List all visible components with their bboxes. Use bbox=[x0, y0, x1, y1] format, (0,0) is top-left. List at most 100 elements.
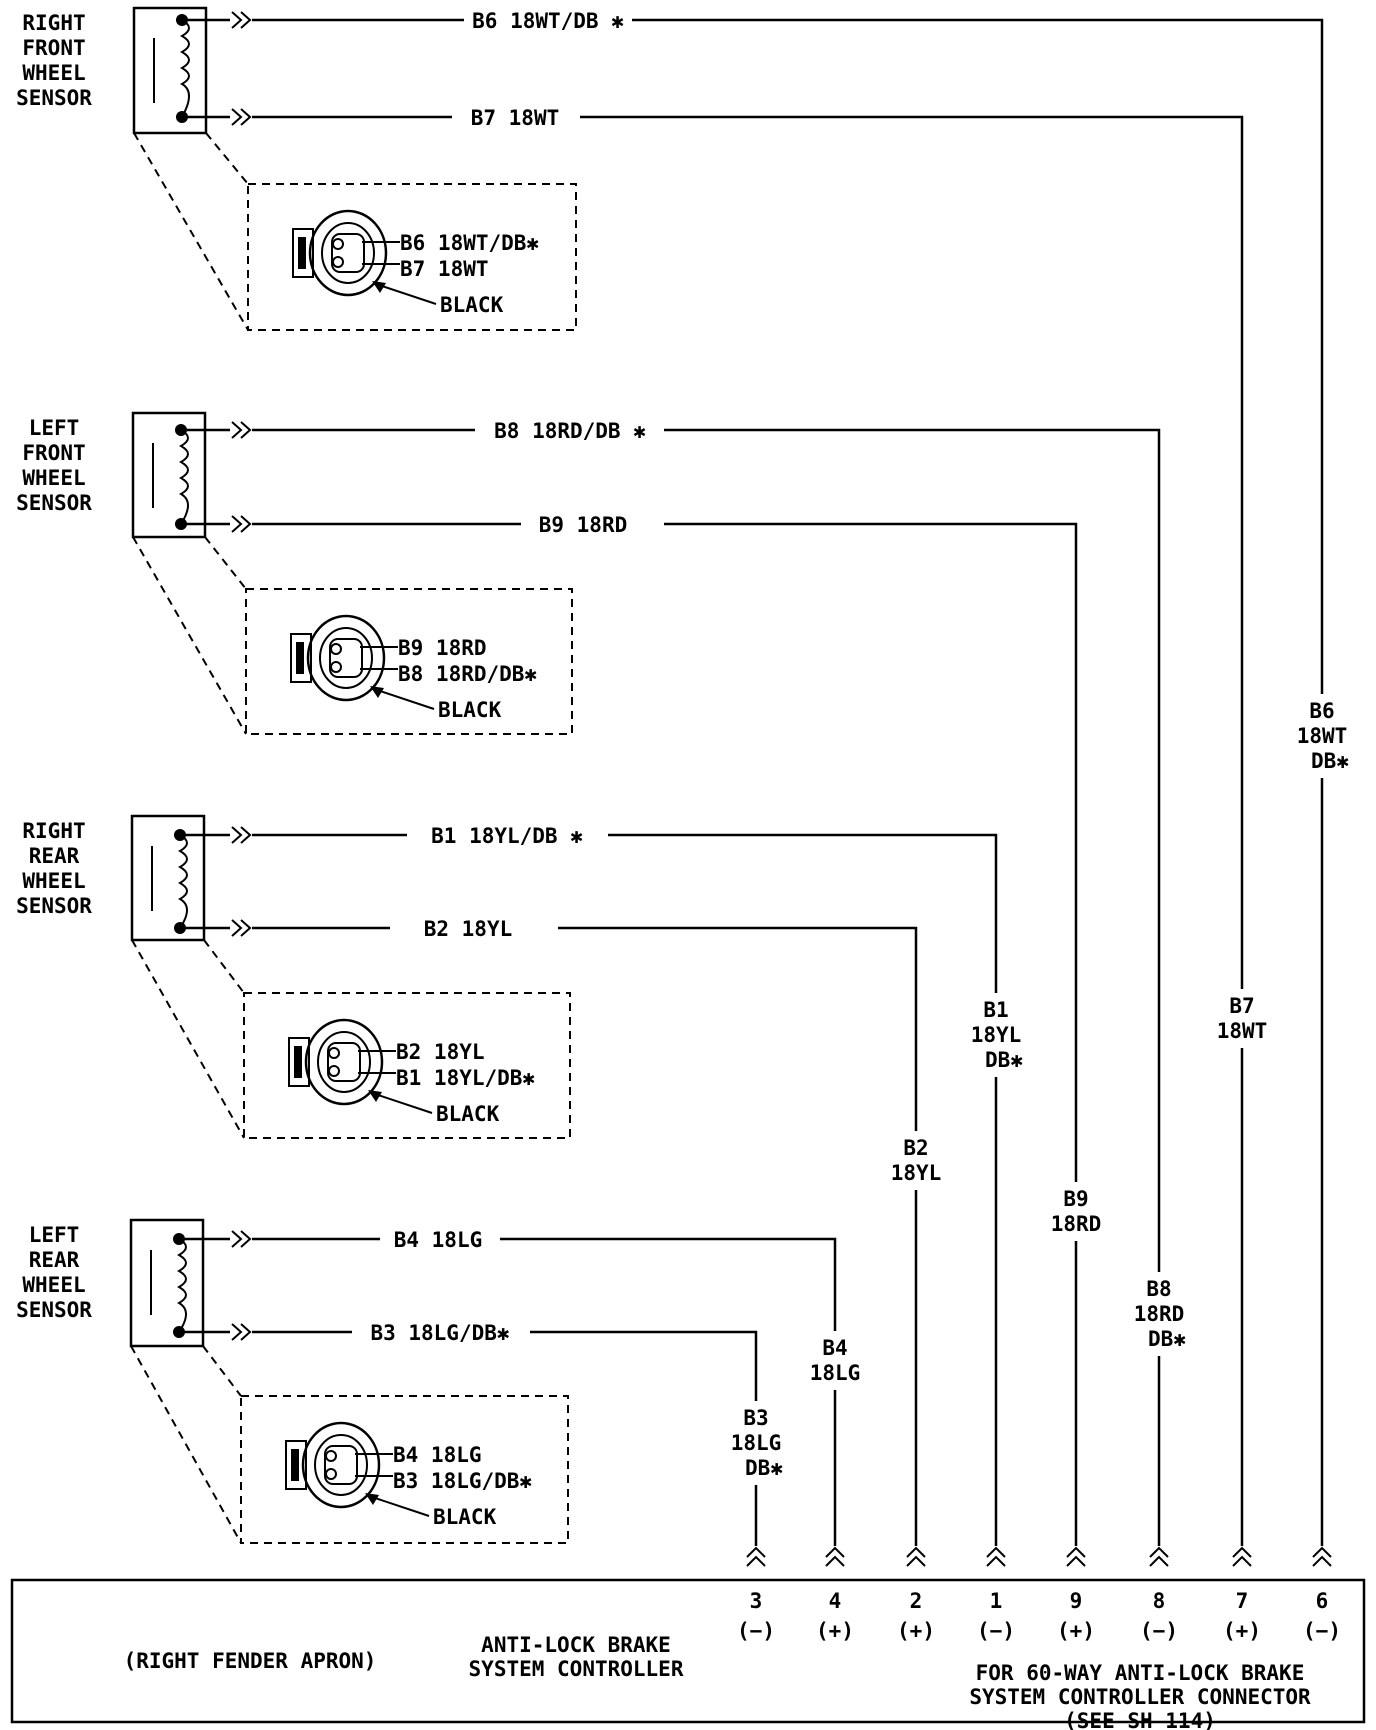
pin-number: 3 bbox=[750, 1589, 763, 1613]
controller-chevron bbox=[825, 1546, 845, 1567]
wire-label: B1 18YL/DB ✱ bbox=[431, 824, 583, 848]
pin-number: 7 bbox=[1236, 1589, 1249, 1613]
connector-color-label: BLACK bbox=[438, 698, 502, 722]
controller-chevron bbox=[986, 1546, 1006, 1567]
sensor-body bbox=[131, 411, 207, 539]
pin-polarity: (−) bbox=[977, 1619, 1015, 1643]
sensor-coil bbox=[179, 19, 190, 118]
sensor-body bbox=[129, 1218, 205, 1348]
callout-arrowhead bbox=[368, 1090, 382, 1102]
sensor-body bbox=[132, 6, 208, 135]
connector-color-label: BLACK bbox=[436, 1102, 500, 1126]
connector-inset bbox=[240, 1395, 569, 1544]
connector-body bbox=[301, 1421, 381, 1509]
controller-name: SYSTEM CONTROLLER bbox=[469, 1657, 684, 1681]
vertical-wire-label: 18YL bbox=[971, 1023, 1022, 1047]
pin-number: 4 bbox=[829, 1589, 842, 1613]
connector-chevron bbox=[231, 1230, 252, 1248]
connector-body bbox=[304, 1018, 384, 1106]
controller-location: (RIGHT FENDER APRON) bbox=[124, 1649, 377, 1673]
pin-polarity: (+) bbox=[897, 1619, 935, 1643]
sensor-name-label: SENSOR bbox=[16, 894, 92, 918]
sensor-coil bbox=[177, 834, 188, 929]
connector-chevron bbox=[231, 919, 252, 937]
sensor-name-label: REAR bbox=[29, 844, 80, 868]
sensor-name-label: WHEEL bbox=[22, 1273, 85, 1297]
connector-cavity bbox=[327, 1042, 361, 1082]
connector-cavity bbox=[324, 1445, 358, 1485]
connector-pin bbox=[325, 1468, 337, 1480]
sensor-name-label: LEFT bbox=[29, 416, 80, 440]
controller-chevron bbox=[1312, 1546, 1332, 1567]
leader-line bbox=[205, 132, 249, 185]
connector-face bbox=[317, 1031, 371, 1093]
connector-pin bbox=[328, 1047, 340, 1059]
connector-cavity bbox=[329, 638, 363, 678]
leader-line bbox=[131, 939, 245, 1139]
connector-inset bbox=[247, 183, 577, 331]
connector-pin-label: B1 18YL/DB✱ bbox=[396, 1066, 535, 1090]
callout-arrowhead bbox=[365, 1493, 379, 1505]
wire-segment bbox=[500, 1237, 837, 1331]
vertical-wire-label: 18RD bbox=[1051, 1212, 1102, 1236]
connector-face bbox=[321, 222, 375, 284]
vertical-wire-label: 18LG bbox=[810, 1361, 861, 1385]
connector-latch bbox=[285, 1440, 307, 1490]
connector-latch bbox=[292, 228, 314, 278]
vertical-wire-label: B2 bbox=[903, 1136, 928, 1160]
connector-pin-label: B7 18WT bbox=[400, 257, 489, 281]
connector-chevron bbox=[231, 11, 252, 29]
wire-label: B4 18LG bbox=[394, 1228, 483, 1252]
connector-chevron bbox=[231, 108, 252, 126]
controller-chevron bbox=[906, 1546, 926, 1567]
connector-pin bbox=[332, 238, 344, 250]
wire-segment bbox=[558, 926, 918, 1131]
connector-pin bbox=[328, 1065, 340, 1077]
wire-label: B3 18LG/DB✱ bbox=[370, 1321, 509, 1345]
vertical-wire-label: B7 bbox=[1229, 994, 1254, 1018]
connector-pin-label: B3 18LG/DB✱ bbox=[393, 1469, 532, 1493]
terminal-dot bbox=[175, 424, 187, 436]
connector-pin bbox=[330, 643, 342, 655]
sensor-name-label: RIGHT bbox=[22, 819, 85, 843]
pin-polarity: (+) bbox=[1057, 1619, 1095, 1643]
pin-number: 6 bbox=[1316, 1589, 1329, 1613]
wire-segment bbox=[580, 115, 1244, 989]
wire-label: B6 18WT/DB ✱ bbox=[472, 9, 624, 33]
vertical-wire-label: DB✱ bbox=[985, 1048, 1023, 1072]
sensor-coil bbox=[176, 1238, 187, 1333]
connector-latch-fill bbox=[291, 1449, 299, 1481]
terminal-dot bbox=[173, 1233, 185, 1245]
callout-line bbox=[373, 688, 435, 710]
vertical-wire-label: DB✱ bbox=[1311, 749, 1349, 773]
sensor-name-label: SENSOR bbox=[16, 491, 92, 515]
terminal-dot bbox=[174, 829, 186, 841]
leader-line bbox=[130, 1345, 242, 1544]
connector-chevron bbox=[231, 826, 252, 844]
controller-chevron bbox=[1149, 1546, 1169, 1567]
pin-polarity: (−) bbox=[1303, 1619, 1341, 1643]
vertical-wire-label: B1 bbox=[983, 998, 1008, 1022]
connector-pin bbox=[325, 1450, 337, 1462]
terminal-dot bbox=[176, 111, 188, 123]
sensor-name-label: FRONT bbox=[22, 441, 85, 465]
connector-latch-fill bbox=[296, 642, 304, 674]
pin-number: 8 bbox=[1153, 1589, 1166, 1613]
connector-latch bbox=[288, 1037, 310, 1087]
sensor-name-label: WHEEL bbox=[22, 61, 85, 85]
controller-connector-note: SYSTEM CONTROLLER CONNECTOR bbox=[969, 1685, 1311, 1709]
sensor-name-label: FRONT bbox=[22, 36, 85, 60]
terminal-dot bbox=[174, 922, 186, 934]
connector-pin-label: B4 18LG bbox=[393, 1443, 482, 1467]
pin-polarity: (+) bbox=[1223, 1619, 1261, 1643]
connector-color-label: BLACK bbox=[440, 293, 504, 317]
controller-name: ANTI-LOCK BRAKE bbox=[481, 1633, 671, 1657]
connector-latch-fill bbox=[298, 237, 306, 269]
wire-label: B8 18RD/DB ✱ bbox=[494, 419, 646, 443]
sensor-name-label: SENSOR bbox=[16, 86, 92, 110]
pin-number: 9 bbox=[1070, 1589, 1083, 1613]
callout-line bbox=[368, 1495, 430, 1517]
wire-segment bbox=[632, 18, 1324, 694]
connector-pin bbox=[330, 661, 342, 673]
sensor-name-label: WHEEL bbox=[22, 869, 85, 893]
